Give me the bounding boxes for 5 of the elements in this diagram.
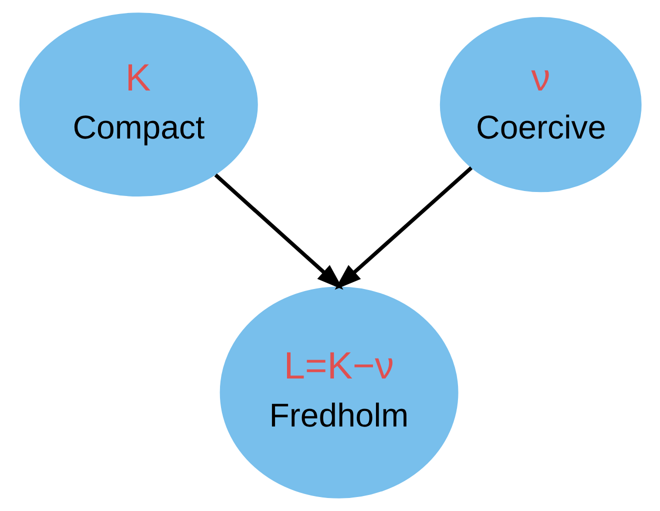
node-ellipse: L=K−ν Fredholm (219, 286, 458, 498)
arrow (334, 166, 472, 290)
arrow (214, 174, 343, 290)
node-ellipse: ν Coercive (439, 17, 642, 192)
node-ellipse: K Compact (18, 12, 258, 197)
